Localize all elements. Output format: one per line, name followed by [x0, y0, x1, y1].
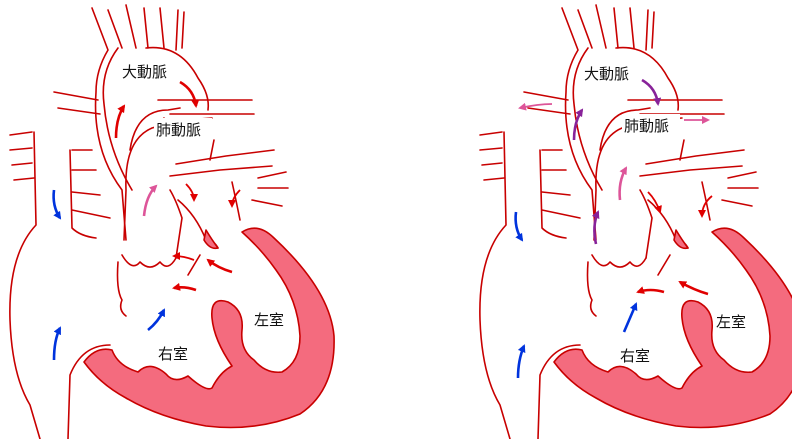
right-arrow-pulmonary-trunk: [620, 168, 626, 200]
right-arrow-aorta-root: [594, 212, 598, 244]
right-arrow-vsd: [638, 290, 664, 292]
left-heart-panel: 大動脈 肺動脈 左室 右室: [10, 5, 334, 439]
left-label-aorta: 大動脈: [122, 63, 167, 81]
right-arrow-rv-outflow: [624, 304, 636, 332]
left-arrow-lv-outflow: [208, 260, 232, 272]
left-label-right-ventricle: 右室: [158, 345, 188, 363]
left-label-left-ventricle: 左室: [254, 311, 284, 329]
right-label-aorta: 大動脈: [584, 65, 629, 83]
left-arrow-rv-outflow: [148, 310, 164, 330]
right-heart-panel: 大動脈 肺動脈 左室 右室: [480, 5, 792, 439]
right-label-left-ventricle: 左室: [716, 313, 746, 331]
left-arrow-aorta-ascending: [116, 106, 124, 138]
left-arrow-pulmonary-right: [186, 184, 194, 200]
right-arrow-left-branch: [520, 104, 552, 108]
left-label-pulmonary-artery: 肺動脈: [156, 121, 201, 139]
right-label-right-ventricle: 右室: [620, 347, 650, 365]
right-label-pulmonary-artery: 肺動脈: [624, 117, 669, 135]
right-arrow-ivc: [518, 346, 524, 378]
left-arrow-pulmonary-trunk: [144, 186, 156, 216]
left-arrow-vsd: [174, 287, 196, 290]
left-arrow-mid-left: [174, 256, 194, 260]
left-arrow-svc: [54, 190, 60, 218]
left-arrow-aorta-descending: [180, 82, 196, 106]
left-arrow-ivc: [54, 328, 60, 360]
right-arrow-lv-outflow: [680, 282, 708, 294]
right-arrow-svc: [516, 212, 522, 240]
